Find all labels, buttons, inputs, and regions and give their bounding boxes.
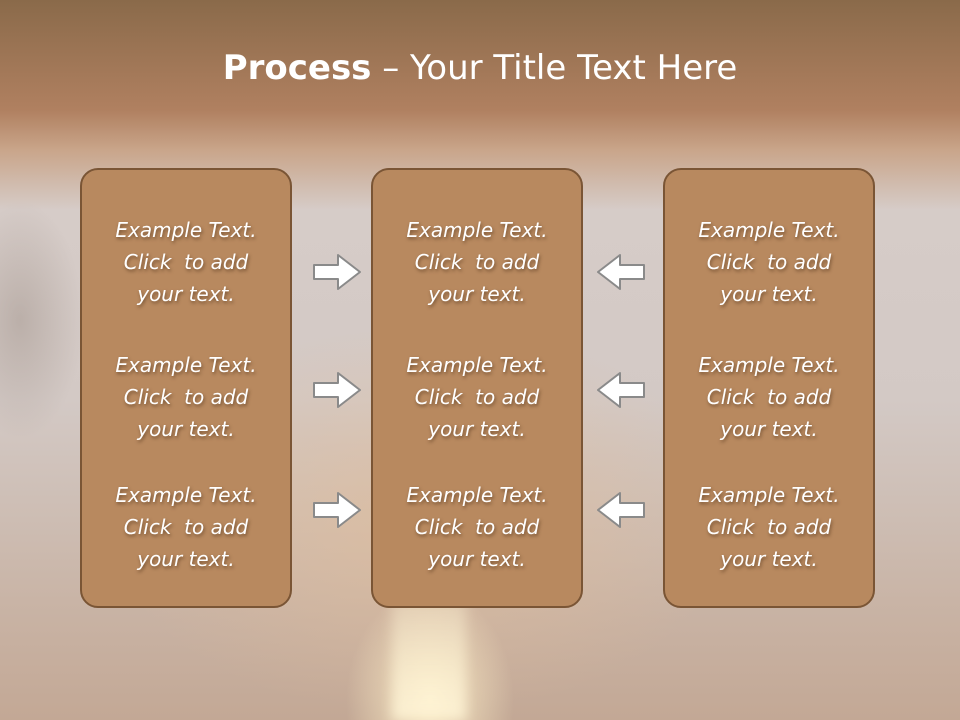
text-line: Example Text. <box>115 353 257 377</box>
text-line: your text. <box>428 417 526 441</box>
left-panel-text-2[interactable]: Example Text. Click to add your text. <box>82 349 290 445</box>
text-line: Example Text. <box>115 218 257 242</box>
text-line: your text. <box>720 417 818 441</box>
text-line: Click to add <box>414 515 540 539</box>
left-arrow-icon[interactable] <box>596 490 646 530</box>
sun-reflection <box>392 600 466 720</box>
text-line: Example Text. <box>698 483 840 507</box>
text-line: your text. <box>137 547 235 571</box>
text-line: your text. <box>428 547 526 571</box>
right-panel-text-3[interactable]: Example Text. Click to add your text. <box>665 479 873 575</box>
slide-title[interactable]: Process – Your Title Text Here <box>0 48 960 88</box>
right-arrow-icon[interactable] <box>312 370 362 410</box>
text-line: Example Text. <box>406 483 548 507</box>
text-line: Click to add <box>706 515 832 539</box>
text-line: your text. <box>428 282 526 306</box>
right-panel-text-2[interactable]: Example Text. Click to add your text. <box>665 349 873 445</box>
text-line: Click to add <box>123 385 249 409</box>
center-panel-text-3[interactable]: Example Text. Click to add your text. <box>373 479 581 575</box>
right-panel-text-1[interactable]: Example Text. Click to add your text. <box>665 214 873 310</box>
text-line: your text. <box>137 417 235 441</box>
text-line: Example Text. <box>115 483 257 507</box>
right-arrow-icon[interactable] <box>312 252 362 292</box>
text-line: Click to add <box>414 250 540 274</box>
title-rest: – Your Title Text Here <box>371 48 738 88</box>
center-panel-text-2[interactable]: Example Text. Click to add your text. <box>373 349 581 445</box>
text-line: your text. <box>720 282 818 306</box>
center-panel[interactable]: Example Text. Click to add your text. Ex… <box>371 168 583 608</box>
left-panel-text-1[interactable]: Example Text. Click to add your text. <box>82 214 290 310</box>
left-arrow-icon[interactable] <box>596 252 646 292</box>
left-panel[interactable]: Example Text. Click to add your text. Ex… <box>80 168 292 608</box>
text-line: Click to add <box>706 385 832 409</box>
text-line: Click to add <box>706 250 832 274</box>
text-line: Example Text. <box>698 218 840 242</box>
left-arrow-icon[interactable] <box>596 370 646 410</box>
text-line: your text. <box>720 547 818 571</box>
text-line: Example Text. <box>698 353 840 377</box>
text-line: Example Text. <box>406 218 548 242</box>
text-line: your text. <box>137 282 235 306</box>
title-strong: Process <box>222 48 372 88</box>
text-line: Click to add <box>123 250 249 274</box>
left-panel-text-3[interactable]: Example Text. Click to add your text. <box>82 479 290 575</box>
center-panel-text-1[interactable]: Example Text. Click to add your text. <box>373 214 581 310</box>
right-arrow-icon[interactable] <box>312 490 362 530</box>
text-line: Click to add <box>414 385 540 409</box>
right-panel[interactable]: Example Text. Click to add your text. Ex… <box>663 168 875 608</box>
text-line: Click to add <box>123 515 249 539</box>
text-line: Example Text. <box>406 353 548 377</box>
